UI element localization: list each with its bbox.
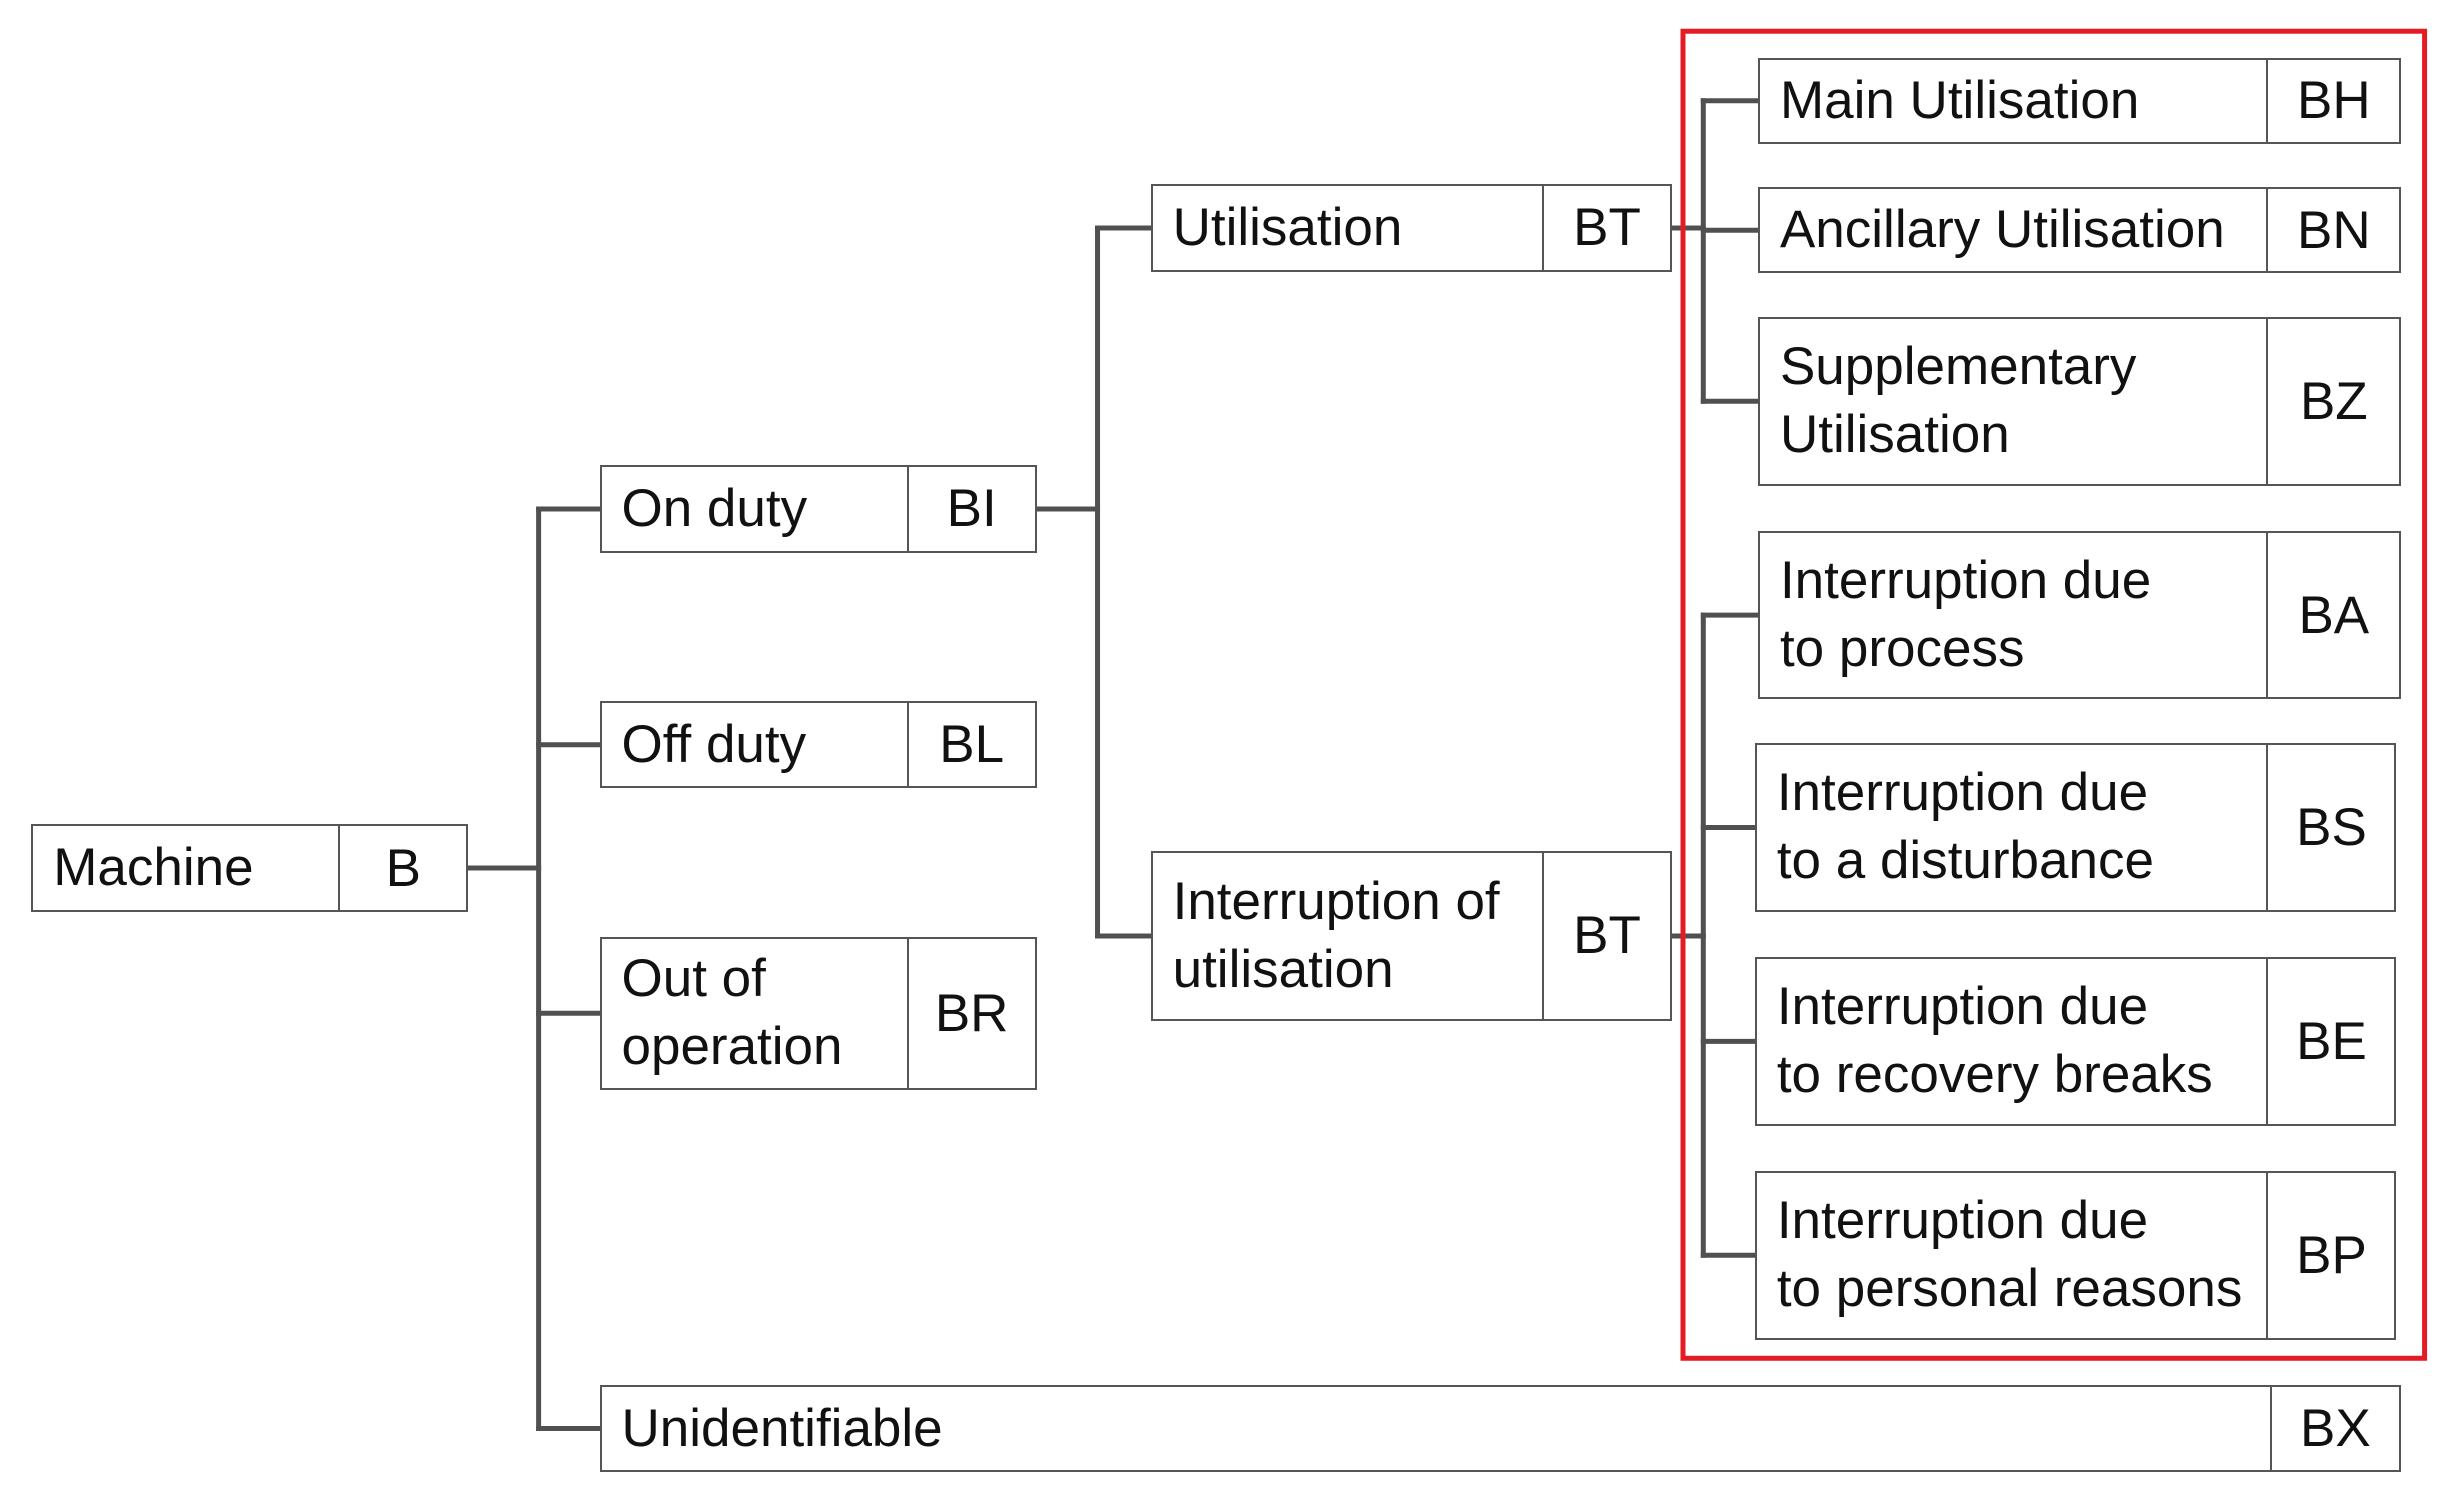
- node-code: BR: [906, 938, 1035, 1088]
- node-main-utilisation: Main Utilisation BH: [1757, 57, 2402, 144]
- node-label-line: Ancillary Utilisation: [1779, 200, 2225, 260]
- node-label-line: Supplementary: [1779, 337, 2137, 397]
- node-label-line: On duty: [621, 478, 808, 538]
- node-code: BA: [2266, 532, 2399, 698]
- node-code: BE: [2266, 959, 2394, 1124]
- node-label-line: to process: [1779, 619, 2025, 679]
- node-code: BL: [906, 702, 1035, 787]
- node-label-line: Utilisation: [1172, 197, 1403, 257]
- node-label-line: Out of: [621, 949, 766, 1009]
- node-label: Out of operation: [602, 939, 907, 1088]
- node-code: BT: [1542, 186, 1670, 270]
- node-label: Main Utilisation: [1760, 60, 2267, 142]
- node-interruption-process: Interruption due to process BA: [1757, 530, 2402, 700]
- node-label-line: Interruption due: [1776, 763, 2149, 823]
- node-unidentifiable: Unidentifiable BX: [599, 1384, 2402, 1473]
- node-label: Interruption due to a disturbance: [1757, 745, 2267, 910]
- node-label: Interruption due to personal reasons: [1757, 1173, 2267, 1338]
- node-code: BT: [1542, 852, 1670, 1020]
- node-label-line: utilisation: [1172, 939, 1394, 999]
- node-machine: Machine B: [31, 824, 469, 912]
- node-interruption-recovery: Interruption due to recovery breaks BE: [1754, 957, 2397, 1126]
- highlight-rect: [1680, 28, 2428, 1361]
- node-interruption-disturbance: Interruption due to a disturbance BS: [1754, 743, 2397, 912]
- node-code: BI: [906, 467, 1035, 551]
- node-label: Interruption of utilisation: [1153, 853, 1542, 1019]
- node-label: Interruption due to process: [1760, 533, 2267, 698]
- node-label-line: Machine: [53, 838, 254, 898]
- node-label-line: Interruption due: [1779, 551, 2152, 611]
- node-code: BH: [2266, 59, 2399, 142]
- node-label-line: Off duty: [621, 714, 807, 774]
- node-label: Unidentifiable: [602, 1387, 2270, 1470]
- node-utilisation: Utilisation BT: [1150, 184, 1673, 272]
- node-interruption-personal: Interruption due to personal reasons BP: [1754, 1170, 2397, 1340]
- node-label: Off duty: [602, 703, 907, 786]
- node-label: On duty: [602, 467, 907, 550]
- node-label: Utilisation: [1153, 186, 1542, 269]
- node-label-line: Main Utilisation: [1779, 70, 2140, 130]
- node-label-line: Interruption due: [1776, 1191, 2149, 1251]
- node-label-line: to a disturbance: [1776, 831, 2154, 891]
- node-code: BN: [2266, 189, 2399, 272]
- node-label-line: to personal reasons: [1776, 1259, 2243, 1319]
- node-code: BP: [2266, 1172, 2394, 1338]
- node-interruption-of-utilisation: Interruption of utilisation BT: [1150, 850, 1673, 1022]
- node-ancillary-utilisation: Ancillary Utilisation BN: [1757, 187, 2402, 274]
- node-label: Ancillary Utilisation: [1760, 189, 2267, 271]
- node-label-line: Interruption due: [1776, 977, 2149, 1037]
- node-off-duty: Off duty BL: [599, 700, 1037, 789]
- node-label-line: Utilisation: [1779, 405, 2010, 465]
- node-code: B: [338, 826, 466, 910]
- node-label: Machine: [33, 826, 338, 909]
- node-label-line: Interruption of: [1172, 871, 1500, 931]
- node-label-line: to recovery breaks: [1776, 1045, 2213, 1105]
- node-out-of-operation: Out of operation BR: [599, 936, 1037, 1090]
- node-on-duty: On duty BI: [599, 465, 1037, 553]
- node-label-line: operation: [621, 1017, 843, 1077]
- node-code: BZ: [2266, 318, 2399, 484]
- node-label: Interruption due to recovery breaks: [1757, 959, 2267, 1124]
- node-label-line: Unidentifiable: [621, 1398, 943, 1458]
- node-code: BX: [2269, 1386, 2400, 1471]
- node-code: BS: [2266, 745, 2394, 910]
